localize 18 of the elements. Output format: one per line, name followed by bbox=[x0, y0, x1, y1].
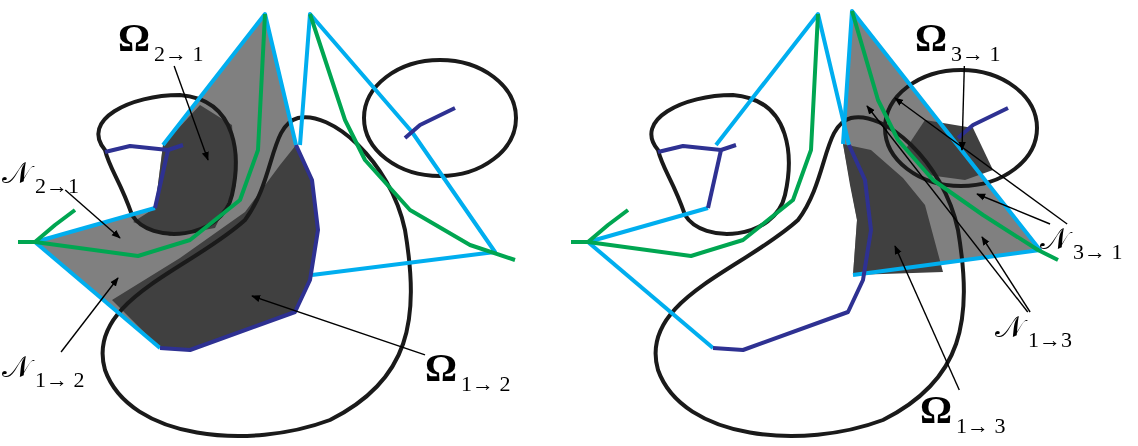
leader-arrow bbox=[894, 245, 960, 391]
leader-arrow bbox=[173, 65, 209, 161]
region-label: Ω$_{2→ 1}$ bbox=[118, 18, 204, 65]
region-label: 𝒩$_{1→ 2}$ bbox=[2, 352, 85, 391]
leader-arrow bbox=[976, 193, 1051, 225]
region-label: 𝒩$_{1→3}$ bbox=[995, 312, 1072, 351]
leader-arrow bbox=[64, 189, 121, 239]
region-label: 𝒩$_{3→ 1}$ bbox=[1040, 224, 1123, 263]
region-label: Ω$_{3→ 1}$ bbox=[915, 18, 1001, 65]
region-label: Ω$_{1→ 2}$ bbox=[425, 348, 511, 395]
region-label: Ω$_{1→ 3}$ bbox=[920, 390, 1006, 437]
leader-arrow bbox=[866, 105, 1029, 313]
leader-arrow bbox=[958, 65, 966, 151]
leader-arrow bbox=[251, 295, 426, 356]
leader-arrow bbox=[60, 277, 119, 353]
leader-arrow bbox=[981, 236, 1031, 313]
region-label: 𝒩$_{2→1}$ bbox=[2, 158, 79, 197]
leader-arrow bbox=[894, 97, 1068, 225]
